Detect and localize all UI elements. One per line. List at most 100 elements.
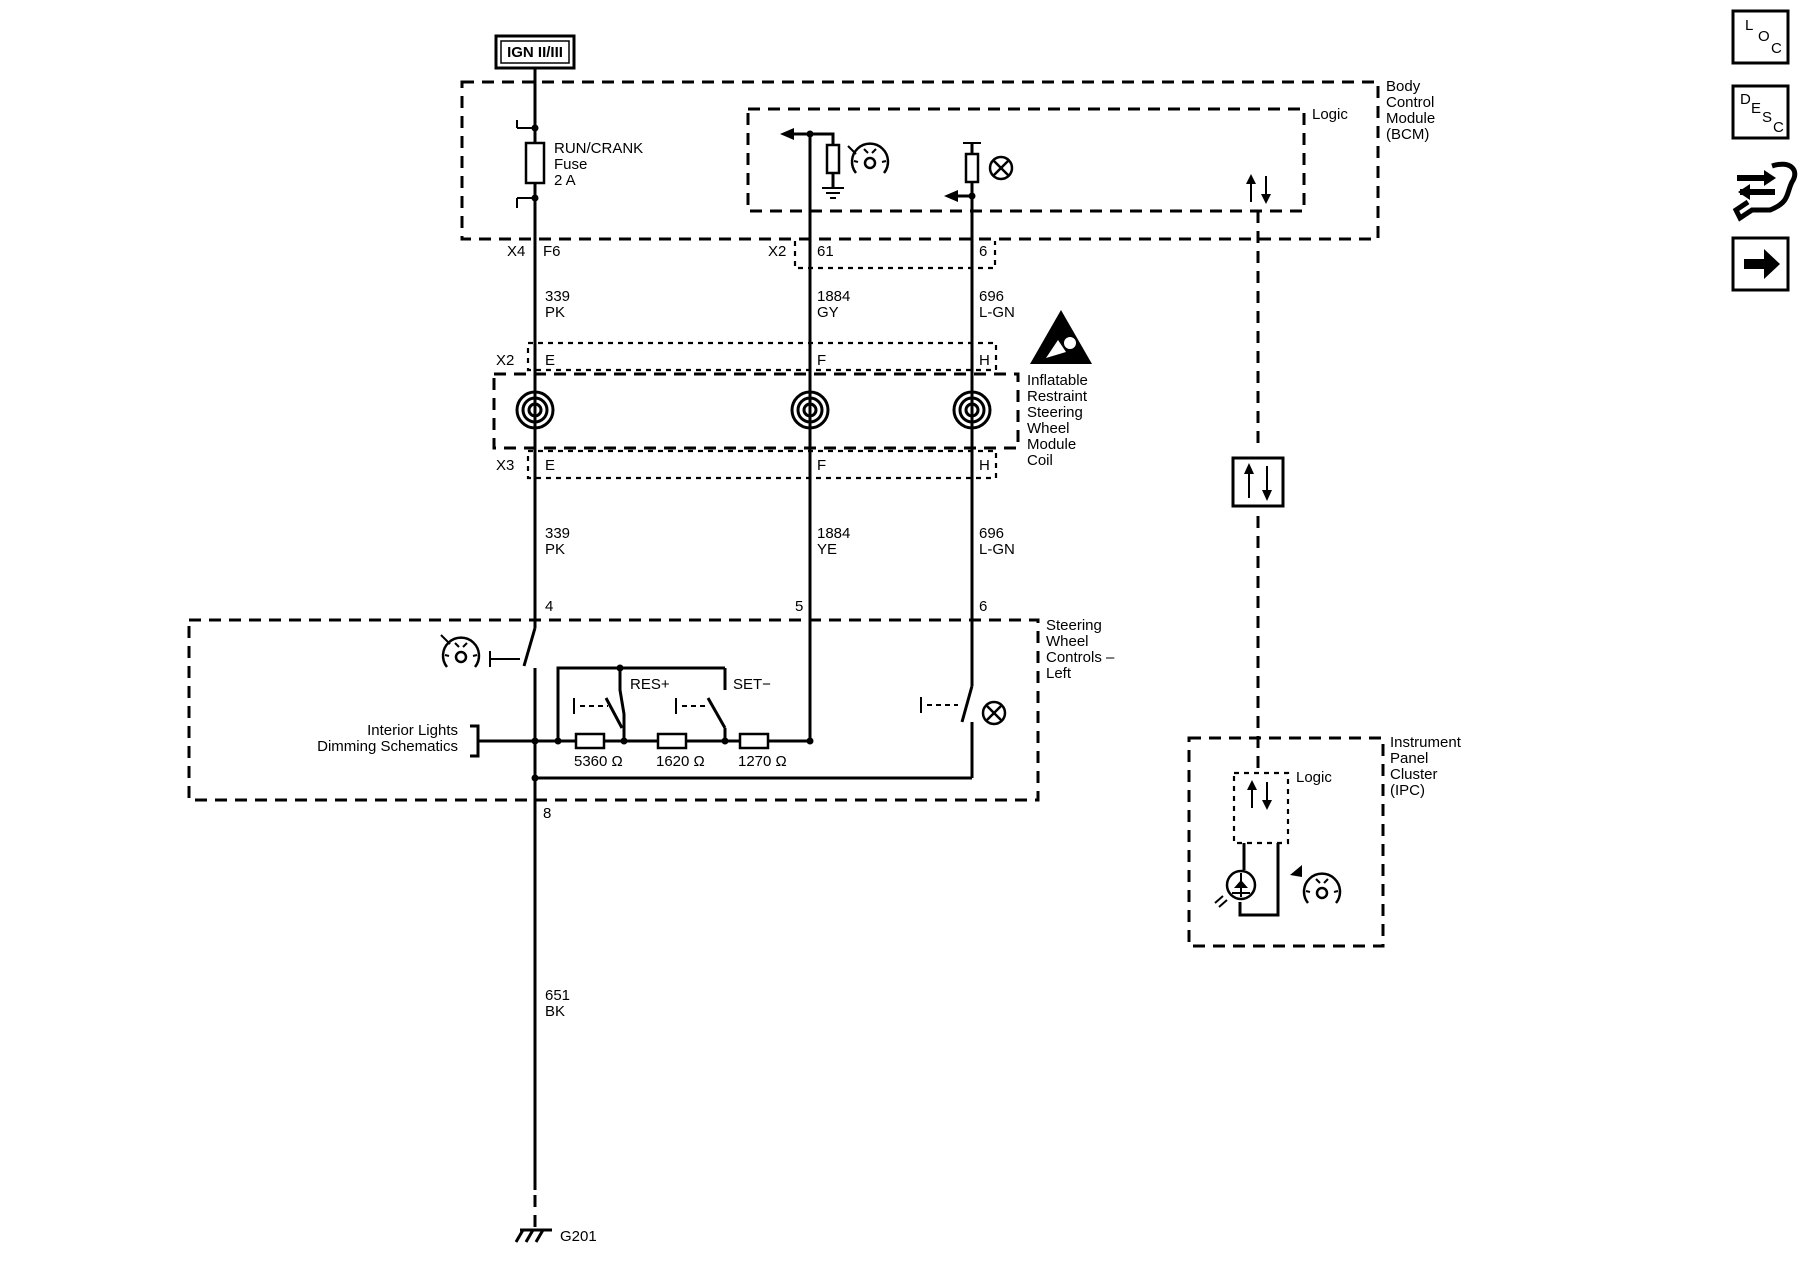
swc-pin: 4 bbox=[545, 598, 553, 615]
coil-label-line: Inflatable bbox=[1027, 372, 1088, 389]
circuit-number: 339 bbox=[545, 525, 570, 542]
bcm-label-line: Body bbox=[1386, 78, 1421, 95]
coil-pin: H bbox=[979, 352, 990, 369]
ipc-label-line: Instrument bbox=[1390, 734, 1462, 751]
run-crank-fuse: RUN/CRANK Fuse 2 A bbox=[516, 68, 643, 208]
circuit-color: PK bbox=[545, 304, 565, 321]
coil-label-line: Wheel bbox=[1027, 420, 1070, 437]
cruise-cancel-icon bbox=[981, 700, 1007, 726]
clockspring-coil-icon bbox=[952, 390, 992, 430]
circuit-number: 651 bbox=[545, 987, 570, 1004]
circuit-number: 696 bbox=[979, 525, 1004, 542]
interior-lights-line: Interior Lights bbox=[367, 722, 458, 739]
desc-letter: S bbox=[1762, 109, 1772, 126]
bcm-label-line: Module bbox=[1386, 110, 1435, 127]
serial-data-symbol bbox=[1231, 456, 1285, 508]
coil-pin: E bbox=[545, 457, 555, 474]
bcm-input-1884 bbox=[780, 128, 890, 240]
fuse-label-line: 2 A bbox=[554, 172, 576, 189]
swc-label-line: Steering bbox=[1046, 617, 1102, 634]
resistor-value: 5360 Ω bbox=[574, 753, 623, 770]
circuit-color: BK bbox=[545, 1003, 565, 1020]
desc-letter: C bbox=[1773, 119, 1784, 136]
bcm-outline bbox=[460, 80, 1380, 241]
ipc-label-line: (IPC) bbox=[1390, 782, 1425, 799]
fuse-label-line: RUN/CRANK bbox=[554, 140, 643, 157]
swc-ground-pin: 8 bbox=[543, 805, 551, 822]
clockspring-coil-icon bbox=[515, 390, 555, 430]
coil-label-line: Module bbox=[1027, 436, 1076, 453]
steering-wheel-controls-left: 4 5 6 Steering Wheel Controls – Left bbox=[187, 598, 1115, 822]
bcm-pin-f6: F6 bbox=[543, 243, 561, 260]
fuse-label-line: Fuse bbox=[554, 156, 587, 173]
circuit-label-upper: 339 PK 1884 GY 696 L-GN bbox=[545, 288, 1015, 321]
swc-pin: 6 bbox=[979, 598, 987, 615]
bcm-connector-x2: X2 bbox=[768, 243, 786, 260]
arrow-right-icon bbox=[1744, 249, 1780, 279]
resistor-value: 1270 Ω bbox=[738, 753, 787, 770]
ipc-logic-label: Logic bbox=[1296, 769, 1332, 786]
interior-lights-line: Dimming Schematics bbox=[317, 738, 458, 755]
speedometer-gauge-icon bbox=[1302, 872, 1342, 905]
coil-connector-x2: X2 bbox=[496, 352, 514, 369]
loc-button[interactable]: L O C bbox=[1731, 9, 1790, 65]
desc-button[interactable]: D E S C bbox=[1731, 84, 1790, 140]
circuit-color: GY bbox=[817, 304, 839, 321]
coil-pin: H bbox=[979, 457, 990, 474]
coil-label-line: Steering bbox=[1027, 404, 1083, 421]
coil-connector-x3: X3 bbox=[496, 457, 514, 474]
desc-letter: E bbox=[1751, 100, 1761, 117]
coil-pin: E bbox=[545, 352, 555, 369]
circuit-number: 696 bbox=[979, 288, 1004, 305]
desc-letter: D bbox=[1740, 91, 1751, 108]
circuit-number: 1884 bbox=[817, 525, 850, 542]
ipc-label-line: Panel bbox=[1390, 750, 1428, 767]
cruise-gauge-icon bbox=[850, 142, 890, 175]
indicator-lamp-icon bbox=[1214, 869, 1257, 908]
steering-wheel-coil-module: X2 X3 E F H E F H Inflatable Restraint S… bbox=[492, 310, 1092, 480]
ignition-source: IGN II/III bbox=[494, 34, 576, 70]
bcm-logic-label: Logic bbox=[1312, 106, 1348, 123]
circuit-color: YE bbox=[817, 541, 837, 558]
resistor-value: 1620 Ω bbox=[656, 753, 705, 770]
circuit-color: L-GN bbox=[979, 541, 1015, 558]
coil-pin: F bbox=[817, 457, 826, 474]
bcm-input-696 bbox=[944, 142, 1014, 240]
bcm-pin-61: 61 bbox=[817, 243, 834, 260]
bcm-label-line: Control bbox=[1386, 94, 1434, 111]
swc-label-line: Controls – bbox=[1046, 649, 1115, 666]
circuit-color: PK bbox=[545, 541, 565, 558]
swc-label-line: Wheel bbox=[1046, 633, 1089, 650]
circuit-number: 1884 bbox=[817, 288, 850, 305]
circuit-label-lower: 339 PK 1884 YE 696 L-GN bbox=[545, 525, 1015, 558]
swc-label-line: Left bbox=[1046, 665, 1072, 682]
swc-pin: 5 bbox=[795, 598, 803, 615]
coil-pin: F bbox=[817, 352, 826, 369]
res-plus-label: RES+ bbox=[630, 676, 670, 693]
bcm-label-line: (BCM) bbox=[1386, 126, 1429, 143]
circuit-color: L-GN bbox=[979, 304, 1015, 321]
loc-letter: O bbox=[1758, 28, 1770, 45]
bcm-connector-x4: X4 bbox=[507, 243, 525, 260]
ignition-label: IGN II/III bbox=[507, 44, 563, 61]
next-page-button[interactable] bbox=[1731, 236, 1790, 292]
loc-letter: C bbox=[1771, 40, 1782, 57]
airbag-warning-icon bbox=[1030, 310, 1092, 364]
clockspring-coil-icon bbox=[790, 390, 830, 430]
cruise-lamp-icon bbox=[988, 155, 1014, 181]
ground-g201: G201 bbox=[514, 1228, 597, 1245]
set-minus-label: SET− bbox=[733, 676, 771, 693]
bcm-pin-6: 6 bbox=[979, 243, 987, 260]
coil-label-line: Coil bbox=[1027, 452, 1053, 469]
instrument-panel-cluster: Logic Instrument Panel Cluster (IPC) bbox=[1187, 734, 1462, 948]
bcm-label: Body Control Module (BCM) bbox=[1386, 78, 1435, 143]
bcm-serial-data-arrows bbox=[1246, 174, 1271, 204]
diagnostic-connector-icon[interactable] bbox=[1732, 161, 1798, 222]
loc-letter: L bbox=[1745, 17, 1753, 34]
bcm-logic-outline bbox=[746, 107, 1306, 213]
circuit-number: 339 bbox=[545, 288, 570, 305]
ground-label: G201 bbox=[560, 1228, 597, 1245]
ipc-label-line: Cluster bbox=[1390, 766, 1438, 783]
coil-label-line: Restraint bbox=[1027, 388, 1088, 405]
